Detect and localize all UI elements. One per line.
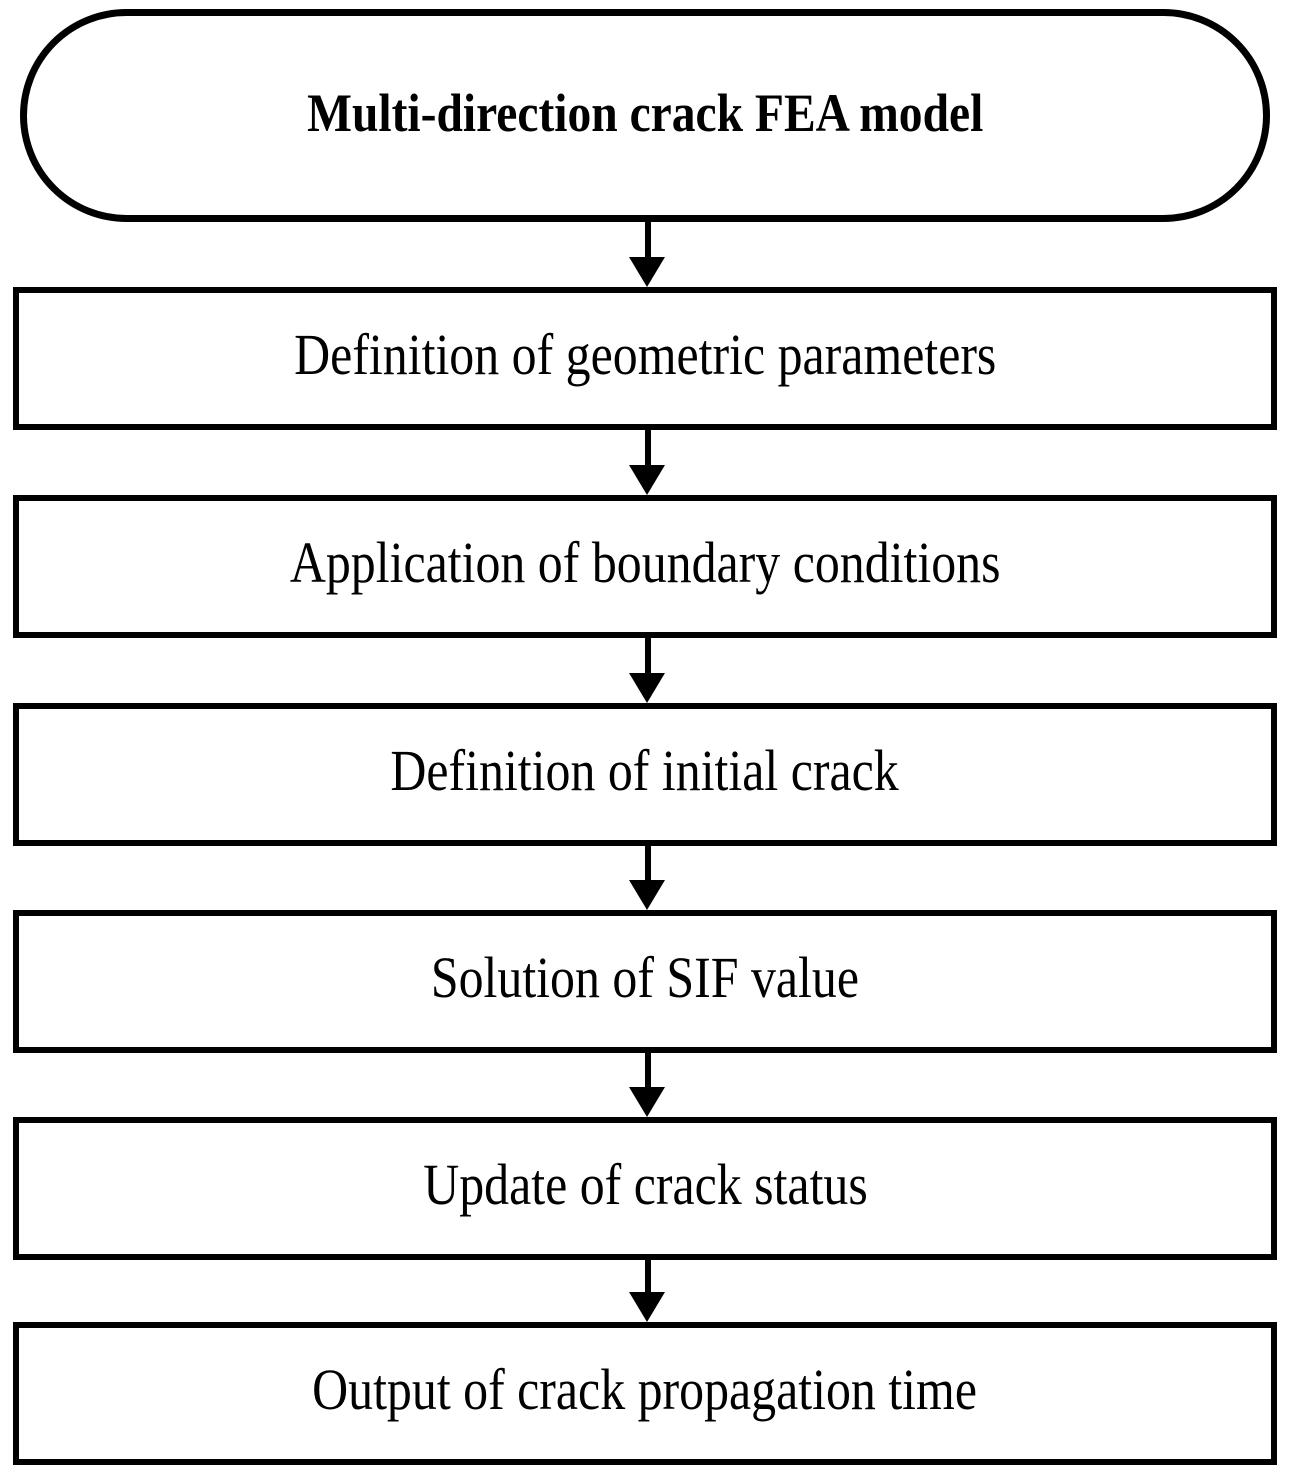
flowchart-node-step-1: Definition of geometric parameters xyxy=(13,287,1277,430)
arrow-shaft xyxy=(644,846,651,880)
flowchart-node-step-3: Definition of initial crack xyxy=(13,703,1277,846)
arrow-shaft xyxy=(644,430,651,465)
flowchart-node-step-1-label: Definition of geometric parameters xyxy=(293,321,997,387)
arrow-shaft xyxy=(644,222,651,257)
arrow-shaft xyxy=(644,1053,651,1087)
flowchart-node-step-5-label: Update of crack status xyxy=(422,1151,868,1217)
flowchart-node-start-label: Multi-direction crack FEA model xyxy=(306,82,984,143)
flowchart-node-step-6-label: Output of crack propagation time xyxy=(312,1356,978,1422)
arrow-shaft xyxy=(644,1260,651,1292)
flowchart-node-step-4-label: Solution of SIF value xyxy=(430,944,860,1010)
flowchart-node-step-2-label: Application of boundary conditions xyxy=(289,529,1001,595)
arrow-head-icon xyxy=(629,1087,665,1117)
flowchart-edge-2-down-arrow-icon xyxy=(629,430,666,495)
arrow-head-icon xyxy=(629,257,665,287)
flowchart-edge-4-down-arrow-icon xyxy=(629,846,666,910)
flowchart-node-step-4: Solution of SIF value xyxy=(13,910,1277,1053)
flowchart-node-step-5: Update of crack status xyxy=(13,1117,1277,1260)
arrow-head-icon xyxy=(629,880,665,910)
flowchart-edge-6-down-arrow-icon xyxy=(629,1260,666,1322)
arrow-head-icon xyxy=(629,673,665,703)
arrow-head-icon xyxy=(629,465,665,495)
arrow-head-icon xyxy=(629,1292,665,1322)
arrow-shaft xyxy=(644,638,651,673)
flowchart-edge-1-down-arrow-icon xyxy=(629,222,666,287)
flowchart-node-step-2: Application of boundary conditions xyxy=(13,495,1277,638)
flowchart-node-step-3-label: Definition of initial crack xyxy=(390,737,900,803)
flowchart-node-start: Multi-direction crack FEA model xyxy=(20,9,1270,222)
flowchart-edge-5-down-arrow-icon xyxy=(629,1053,666,1117)
flowchart-edge-3-down-arrow-icon xyxy=(629,638,666,703)
flowchart-node-step-6: Output of crack propagation time xyxy=(13,1322,1277,1465)
